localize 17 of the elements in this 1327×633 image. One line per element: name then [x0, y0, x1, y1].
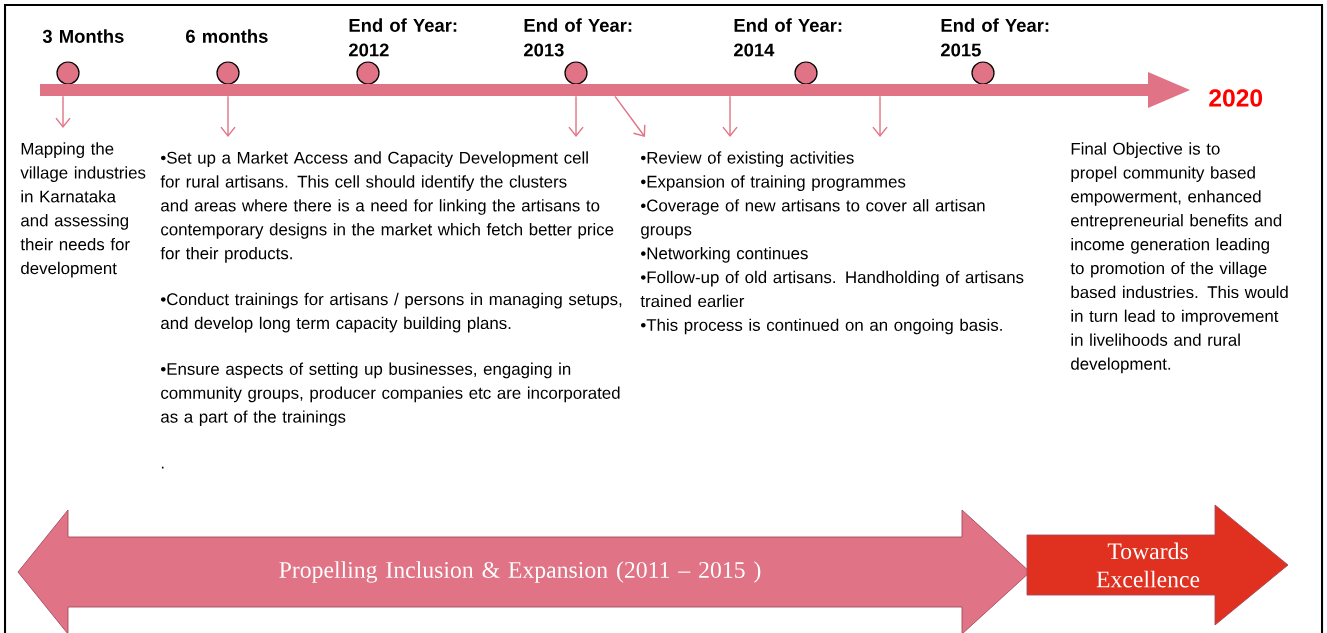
milestone-label: End of Year: 2014 [734, 18, 842, 57]
milestone-label: End of Year: 2012 [349, 18, 457, 57]
milestone-label: End of Year: 2013 [524, 18, 632, 57]
arrow [722, 95, 738, 137]
milestone-label: End of Year: 2015 [941, 18, 1049, 57]
milestone-label: 6 months [186, 29, 268, 43]
arrow [872, 95, 888, 137]
description-text: Final Objective is to propel community based empowerment, enhanced entrepreneurial benefits and income generation leading to promotion of the village based industries. This would in turn lead to improvement in livelihoods and rural development. [1070, 142, 1288, 374]
milestone-label: 3 Months [42, 29, 124, 43]
description-text: Mapping the village industries in Karnataka and assessing their needs for development [20, 142, 146, 278]
year-label: 2020 [1209, 89, 1263, 107]
description-text: •Set up a Market Access and Capacity Development cell for rural artisans. This cell should identify the clusters and areas where there is a need for linking the artisans to contemporary designs in the market which fetch better price for their products. •Conduct trainings for artisans / persons in managing setups, and develop long term capacity building plans. •Ensure aspects of setting up businesses, engaging in community groups, producer companies etc are incorporated as a part of the trainings . [160, 151, 622, 469]
arrow [568, 95, 584, 137]
description-text: •Review of existing activities •Expansion of training programmes •Coverage of new artisans to cover all artisan groups •Networking continues •Follow-up of old artisans. Handholding of artisans trained earlier •This process is continued on an ongoing basis. [640, 151, 1024, 335]
arrow [55, 95, 71, 128]
arrow [220, 95, 236, 137]
arrow [614, 95, 646, 137]
